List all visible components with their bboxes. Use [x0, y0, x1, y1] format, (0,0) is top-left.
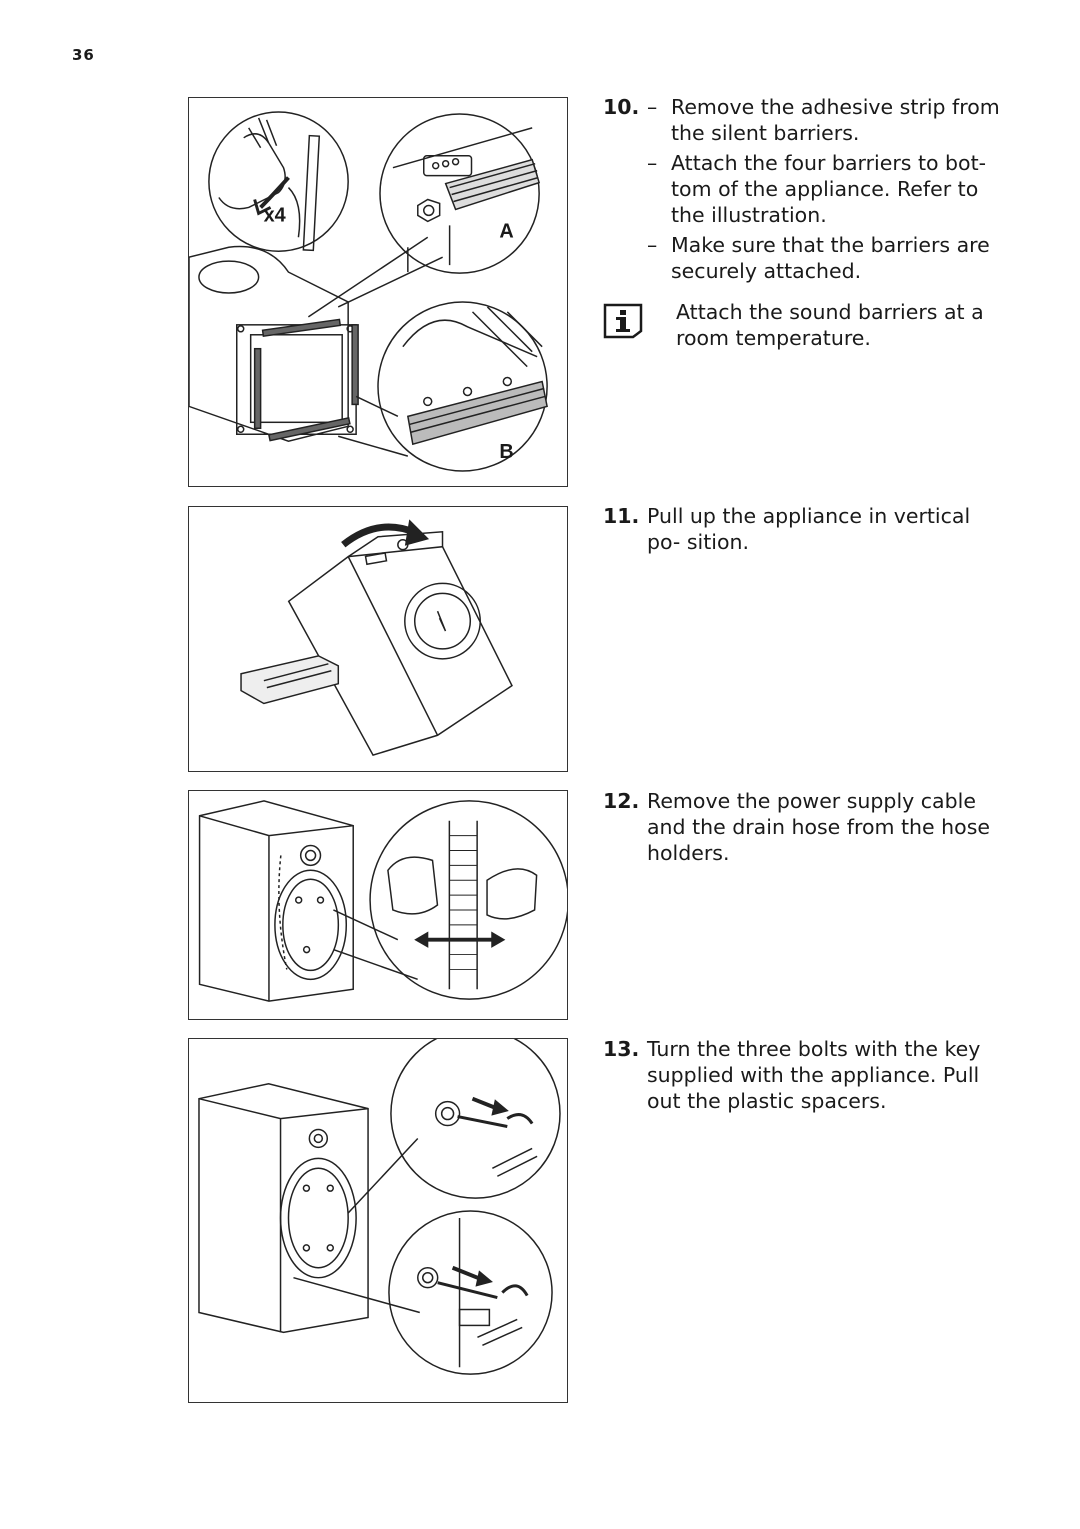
bullet-item: – Remove the adhesive strip from the sil… — [647, 94, 1003, 146]
step-number: 13. — [603, 1037, 640, 1061]
rotate-arrow-top-icon — [506, 1113, 534, 1125]
bullet-dash: – — [647, 151, 658, 175]
step-number: 11. — [603, 504, 640, 528]
rotate-arrow-icon — [341, 523, 418, 548]
bullet-text: Remove the adhesive strip from the silen… — [671, 95, 1000, 145]
page-number: 36 — [72, 46, 95, 64]
step-12: 12. Remove the power supply cable and th… — [603, 788, 1003, 866]
tilt-appliance-illustration — [240, 519, 513, 757]
hand-detail-circle — [208, 111, 349, 252]
figure-tilt-appliance — [188, 506, 568, 772]
figure-remove-cable-hose — [188, 790, 568, 1020]
info-note: Attach the sound barriers at a room temp… — [603, 299, 1003, 351]
step-text: Remove the power supply cable and the dr… — [647, 789, 991, 865]
detail-bolt-bottom-circle — [388, 1210, 553, 1375]
figure-remove-bolts — [188, 1038, 568, 1403]
step-11: 11. Pull up the appliance in vertical po… — [603, 503, 1003, 555]
silent-barriers-illustration: x4 A B — [189, 111, 548, 472]
remove-bolts-illustration — [198, 1039, 561, 1375]
detail-hose-circle — [369, 800, 567, 1000]
step-bullets: – Remove the adhesive strip from the sil… — [647, 94, 1003, 284]
step-10: 10. – Remove the adhesive strip from the… — [603, 94, 1003, 288]
figure-silent-barriers: x4 A B — [188, 97, 568, 487]
step-text: Pull up the appliance in vertical po- si… — [647, 504, 971, 554]
bullet-dash: – — [647, 95, 658, 119]
step-number: 10. — [603, 95, 640, 119]
step-number: 12. — [603, 789, 640, 813]
bullet-text: Attach the four barriers to bot- tom of … — [671, 151, 987, 227]
detail-a-circle — [379, 113, 540, 274]
detail-bolt-top-circle — [390, 1039, 561, 1199]
remove-cable-hose-illustration — [198, 800, 567, 1002]
callout-a-label: A — [499, 220, 513, 242]
bullet-dash: – — [647, 233, 658, 257]
bullet-item: – Make sure that the barriers are secure… — [647, 232, 1003, 284]
step-13: 13. Turn the three bolts with the key su… — [603, 1036, 1003, 1114]
info-icon — [603, 303, 643, 339]
detail-b-circle — [377, 301, 548, 472]
multiplier-label: x4 — [264, 204, 286, 226]
pull-arrow-top-icon — [471, 1096, 499, 1111]
info-text: Attach the sound barriers at a room temp… — [676, 300, 984, 350]
bullet-text: Make sure that the barriers are securely… — [671, 233, 990, 283]
rotate-arrow-bottom-icon — [501, 1284, 529, 1297]
callout-b-label: B — [499, 441, 513, 463]
step-text: Turn the three bolts with the key suppli… — [647, 1037, 981, 1113]
bullet-item: – Attach the four barriers to bot- tom o… — [647, 150, 1003, 228]
